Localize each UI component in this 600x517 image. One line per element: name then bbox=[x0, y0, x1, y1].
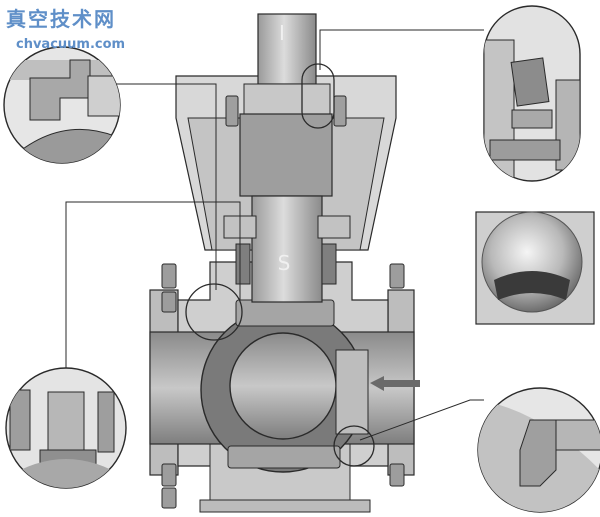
callout-top-right bbox=[483, 5, 581, 182]
detail-marker-top bbox=[301, 63, 335, 129]
detail-marker-left bbox=[185, 283, 243, 341]
callout-bottom-right bbox=[477, 387, 600, 513]
ball bbox=[200, 307, 369, 473]
stem: I S bbox=[223, 13, 351, 303]
watermark-title: 真空技术网 bbox=[6, 7, 116, 31]
stem-mark: S bbox=[278, 251, 291, 275]
gland-bolts bbox=[225, 95, 347, 127]
stem-top-mark: I bbox=[279, 21, 285, 45]
ball-photo bbox=[475, 211, 595, 325]
callout-bottom-left bbox=[5, 367, 127, 489]
detail-markers bbox=[185, 63, 375, 467]
leader-lines bbox=[65, 29, 484, 441]
flange-bolts bbox=[161, 263, 405, 509]
detail-marker-right bbox=[333, 425, 375, 467]
seat-rings bbox=[227, 299, 341, 469]
flow-arrow-icon bbox=[370, 376, 420, 391]
watermark: 真空技术网 chvacuum.com bbox=[6, 7, 125, 52]
watermark-url: chvacuum.com bbox=[16, 37, 125, 52]
callout-top-left bbox=[3, 46, 121, 164]
